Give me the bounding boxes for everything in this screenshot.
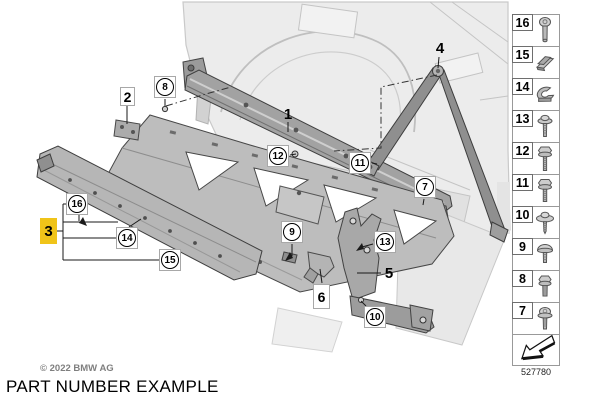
callout-9-number: 9 [283, 223, 301, 241]
callout-3-highlighted[interactable]: 3 [40, 218, 57, 244]
callout-7-number: 7 [416, 178, 434, 196]
legend-row-7[interactable]: 7 [512, 302, 560, 335]
callout-13[interactable]: 13 [374, 231, 396, 253]
alignment-dash-lines [165, 74, 438, 152]
callout-5[interactable]: 5 [384, 264, 394, 282]
legend-row-15[interactable]: 15 [512, 46, 560, 79]
legend-number-15: 15 [512, 46, 533, 63]
prev-page-arrow-button[interactable] [512, 334, 560, 366]
legend-row-16[interactable]: 16 [512, 14, 560, 47]
callout-13-number: 13 [376, 233, 394, 251]
bracket-part-5 [337, 207, 435, 334]
pan-head-screw-washer-icon [532, 112, 558, 141]
copyright-notice: © 2022 BMW AG [40, 363, 114, 374]
leader-arrowheads [79, 217, 364, 261]
callout-12-number: 12 [269, 147, 287, 165]
screw-large-washer-icon [532, 208, 558, 237]
callout-9[interactable]: 9 [281, 221, 303, 243]
callout-8[interactable]: 8 [154, 76, 176, 98]
flat-retainer-clip-icon [532, 48, 558, 77]
callout-15-number: 15 [161, 251, 179, 269]
callout-15[interactable]: 15 [159, 249, 181, 271]
dome-head-screw-icon [532, 240, 558, 269]
callout-11[interactable]: 11 [349, 152, 371, 174]
callout-6[interactable]: 6 [313, 284, 330, 309]
legend-row-12[interactable]: 12 [512, 142, 560, 175]
prev-page-arrow-icon [514, 333, 558, 368]
legend-row-14[interactable]: 14 [512, 78, 560, 111]
callout-14-number: 14 [118, 229, 136, 247]
diagram-part-code: 527780 [520, 367, 552, 377]
legend-row-10[interactable]: 10 [512, 206, 560, 239]
callout-4[interactable]: 4 [435, 39, 445, 57]
legend-number-14: 14 [512, 78, 533, 95]
legend-row-13[interactable]: 13 [512, 110, 560, 143]
hex-flange-bolt-long-icon [532, 144, 558, 173]
legend-number-11: 11 [512, 174, 533, 191]
callout-12[interactable]: 12 [267, 145, 289, 167]
legend-number-10: 10 [512, 206, 533, 223]
legend-row-9[interactable]: 9 [512, 238, 560, 271]
callout-2[interactable]: 2 [120, 87, 135, 106]
callout-16-number: 16 [68, 195, 86, 213]
hex-flange-bolt-icon [532, 176, 558, 205]
legend-number-12: 12 [512, 142, 533, 159]
bracket-part-6 [303, 251, 335, 284]
legend-row-8[interactable]: 8 [512, 270, 560, 303]
legend-number-7: 7 [512, 302, 533, 319]
leader-lines [57, 56, 440, 307]
round-head-screw-washer-icon [532, 304, 558, 333]
callout-14[interactable]: 14 [116, 227, 138, 249]
cage-nut-clip-icon [532, 80, 558, 109]
callout-8-number: 8 [156, 78, 174, 96]
hex-flange-screw-icon [532, 272, 558, 301]
callout-16[interactable]: 16 [66, 193, 88, 215]
legend-number-8: 8 [512, 270, 533, 287]
cylinder-head-bolt-icon [532, 16, 558, 45]
callout-10[interactable]: 10 [364, 306, 386, 328]
callout-11-number: 11 [351, 154, 369, 172]
page-caption: PART NUMBER EXAMPLE [6, 377, 219, 396]
legend-row-11[interactable]: 11 [512, 174, 560, 207]
legend-number-16: 16 [512, 14, 533, 31]
callout-1[interactable]: 1 [283, 105, 293, 123]
legend-number-13: 13 [512, 110, 533, 127]
callout-10-number: 10 [366, 308, 384, 326]
callout-7[interactable]: 7 [414, 176, 436, 198]
legend-number-9: 9 [512, 238, 533, 255]
